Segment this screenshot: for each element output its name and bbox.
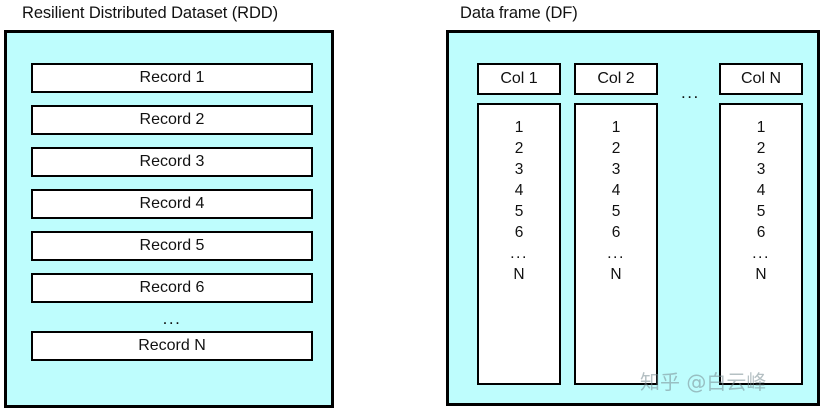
df-panel-title: Data frame (DF)	[460, 4, 578, 22]
df-cell: 3	[611, 160, 621, 178]
df-cell: N	[513, 265, 525, 283]
df-cell: 1	[611, 118, 621, 136]
df-cell-ellipsis: ...	[607, 244, 625, 262]
df-cell: 5	[514, 202, 524, 220]
df-cell: 4	[611, 181, 621, 199]
df-column: Col 1 1 2 3 4 5 6 ... N	[477, 63, 561, 385]
df-cell: 4	[514, 181, 524, 199]
df-cell: 1	[514, 118, 524, 136]
df-cell: 2	[611, 139, 621, 157]
df-column: Col N 1 2 3 4 5 6 ... N	[719, 63, 803, 385]
df-cell: N	[610, 265, 622, 283]
df-column-header: Col 1	[477, 63, 561, 95]
df-panel: Col 1 1 2 3 4 5 6 ... N Col 2 1 2	[446, 30, 820, 406]
rdd-record-box-last: Record N	[31, 331, 313, 361]
df-cell: 3	[756, 160, 766, 178]
df-cell: 2	[514, 139, 524, 157]
rdd-panel: Record 1 Record 2 Record 3 Record 4 Reco…	[4, 30, 334, 408]
df-cell: 6	[611, 223, 621, 241]
df-cell: 2	[756, 139, 766, 157]
rdd-record-box: Record 2	[31, 105, 313, 135]
df-cell-ellipsis: ...	[510, 244, 528, 262]
df-column-header: Col 2	[574, 63, 658, 95]
df-cell: 5	[756, 202, 766, 220]
df-column-header: Col N	[719, 63, 803, 95]
df-cell: 6	[756, 223, 766, 241]
rdd-record-box: Record 6	[31, 273, 313, 303]
rdd-record-list: Record 1 Record 2 Record 3 Record 4 Reco…	[31, 63, 313, 373]
rdd-panel-title: Resilient Distributed Dataset (RDD)	[22, 4, 278, 22]
rdd-record-box: Record 4	[31, 189, 313, 219]
df-column: Col 2 1 2 3 4 5 6 ... N	[574, 63, 658, 385]
rdd-record-box: Record 1	[31, 63, 313, 93]
df-cell: 5	[611, 202, 621, 220]
df-cell: 1	[756, 118, 766, 136]
df-cell-ellipsis: ...	[752, 244, 770, 262]
df-column-group: Col 1 1 2 3 4 5 6 ... N Col 2 1 2	[449, 33, 817, 403]
df-columns-gap-ellipsis: ...	[681, 83, 700, 102]
df-column-body: 1 2 3 4 5 6 ... N	[719, 103, 803, 385]
df-cell: N	[755, 265, 767, 283]
df-cell: 4	[756, 181, 766, 199]
df-column-body: 1 2 3 4 5 6 ... N	[477, 103, 561, 385]
df-column-body: 1 2 3 4 5 6 ... N	[574, 103, 658, 385]
df-cell: 3	[514, 160, 524, 178]
rdd-record-box: Record 5	[31, 231, 313, 261]
rdd-record-box: Record 3	[31, 147, 313, 177]
df-cell: 6	[514, 223, 524, 241]
rdd-records-ellipsis: ...	[162, 309, 182, 328]
